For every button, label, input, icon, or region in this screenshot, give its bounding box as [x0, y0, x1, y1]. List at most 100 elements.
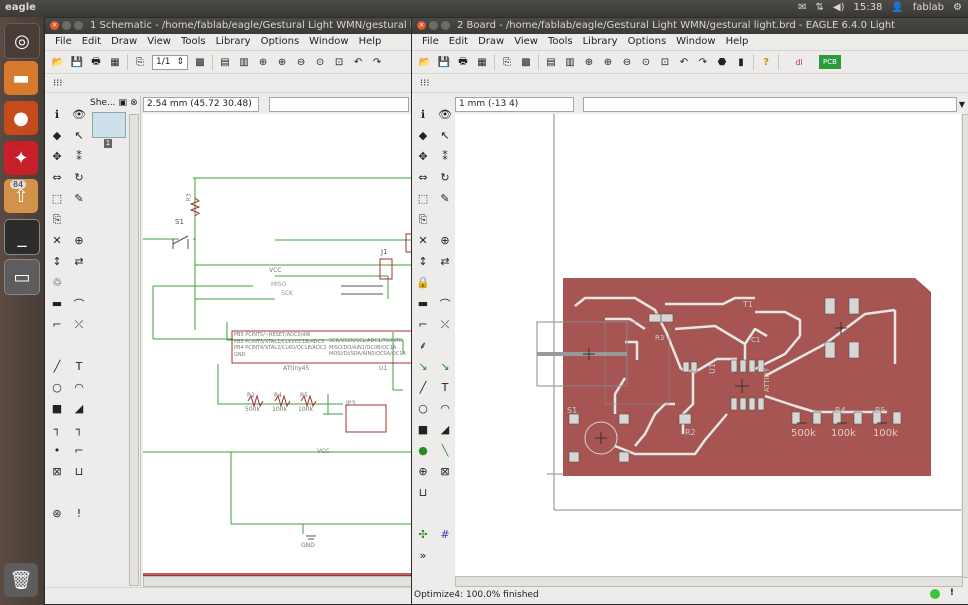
dimension-icon[interactable]: ⊔: [74, 465, 84, 478]
command-line[interactable]: [269, 97, 409, 112]
library-icon[interactable]: ▩: [195, 56, 205, 68]
copy-icon[interactable]: ⁑: [76, 150, 82, 163]
arc-icon[interactable]: ◠: [440, 402, 450, 415]
menu-tools[interactable]: Tools: [180, 36, 206, 47]
mark-icon[interactable]: ↖: [440, 129, 450, 142]
value-icon[interactable]: ⌒: [73, 297, 85, 311]
volume-icon[interactable]: ◀): [832, 2, 845, 13]
zoom-select-icon[interactable]: ⊡: [334, 56, 344, 68]
panel-float-icon[interactable]: ▣: [118, 98, 128, 108]
redo-icon[interactable]: ↷: [372, 56, 382, 68]
sheet-select[interactable]: 1/1⇕: [152, 54, 189, 70]
replace-icon[interactable]: ⇄: [440, 255, 450, 268]
miter-icon[interactable]: ⤫: [440, 317, 450, 331]
design-link-icon[interactable]: dl: [795, 57, 803, 67]
menu-view[interactable]: View: [514, 36, 538, 47]
schematic-hscrollbar[interactable]: [143, 576, 413, 587]
save-icon[interactable]: 💾: [437, 56, 451, 68]
dash-home-icon[interactable]: ◎: [4, 23, 40, 59]
zoom-fit-icon[interactable]: ⊕: [258, 56, 268, 68]
zoom-fit-icon[interactable]: ⊕: [584, 56, 594, 68]
group-icon[interactable]: ⬚: [51, 192, 63, 205]
stop-command-icon[interactable]: !: [949, 588, 954, 598]
ratsnest-icon[interactable]: ✣: [418, 528, 428, 541]
help-icon[interactable]: ?: [763, 56, 769, 68]
close-icon[interactable]: ×: [417, 21, 426, 30]
maximize-icon[interactable]: [441, 21, 450, 30]
rotate-icon[interactable]: ↻: [440, 171, 450, 184]
dimension-icon[interactable]: ⊔: [418, 486, 428, 499]
schematic-titlebar[interactable]: × 1 Schematic - /home/fablab/eagle/Gestu…: [45, 18, 413, 34]
menu-window[interactable]: Window: [676, 36, 716, 47]
script-icon[interactable]: ▤: [546, 56, 556, 68]
grid-dots-icon[interactable]: ⁝⁝⁝: [420, 77, 430, 89]
files-icon[interactable]: ▬: [4, 61, 38, 95]
save-icon[interactable]: 💾: [70, 56, 84, 68]
menu-file[interactable]: File: [55, 36, 72, 47]
minimize-icon[interactable]: [429, 21, 438, 30]
maximize-icon[interactable]: [74, 21, 83, 30]
smash-icon[interactable]: ⌐: [52, 318, 62, 331]
paste-icon[interactable]: ⎘: [52, 212, 62, 226]
group-icon[interactable]: ⬚: [417, 192, 429, 205]
menu-draw[interactable]: Draw: [478, 36, 505, 47]
copy-icon[interactable]: ⁑: [442, 150, 448, 163]
menu-help[interactable]: Help: [358, 36, 382, 47]
grid-dots-icon[interactable]: ⁝⁝⁝: [53, 77, 63, 89]
menu-edit[interactable]: Edit: [81, 36, 102, 47]
rotate-icon[interactable]: ↻: [74, 171, 84, 184]
sheet-thumbnail[interactable]: [92, 112, 126, 138]
label-icon[interactable]: ⌐: [74, 444, 84, 457]
menu-file[interactable]: File: [422, 36, 439, 47]
rect-icon[interactable]: ■: [51, 402, 63, 415]
split-icon[interactable]: ⤫: [74, 317, 84, 331]
route-icon[interactable]: ↘: [440, 360, 450, 373]
info-icon[interactable]: ℹ: [54, 108, 60, 121]
power-icon[interactable]: ⚙: [953, 2, 962, 13]
redraw-icon[interactable]: ⊙: [641, 56, 651, 68]
more-tools-icon[interactable]: »: [419, 549, 427, 562]
cam-icon[interactable]: ▦: [477, 56, 487, 68]
errors-icon[interactable]: !: [76, 507, 82, 520]
run-ulp-icon[interactable]: ▥: [239, 56, 249, 68]
circle-icon[interactable]: ○: [52, 381, 62, 394]
info-icon[interactable]: ℹ: [420, 108, 426, 121]
add-icon[interactable]: ⊕: [440, 234, 450, 247]
change-icon[interactable]: ✎: [440, 192, 450, 205]
paste-icon[interactable]: ⎘: [418, 212, 428, 226]
command-line[interactable]: [583, 97, 957, 112]
schematic-canvas[interactable]: R3 S1 VCC J1 MISO SCK PB5 PCINT5/~RESET/…: [143, 114, 411, 576]
bus-icon[interactable]: ┐: [53, 423, 61, 436]
software-center-icon[interactable]: 84⇧: [4, 179, 38, 213]
move-icon[interactable]: ✥: [418, 150, 428, 163]
delete-icon[interactable]: ✕: [52, 234, 62, 247]
mirror-icon[interactable]: ⇔: [418, 171, 428, 184]
gateswap-icon[interactable]: ⇄: [74, 255, 84, 268]
net-icon[interactable]: ┐: [75, 423, 83, 436]
pinswap-icon[interactable]: ↕: [418, 255, 428, 268]
menu-library[interactable]: Library: [582, 36, 618, 47]
stop-icon[interactable]: ⬣: [717, 56, 727, 68]
attribute-icon[interactable]: ⊠: [440, 465, 450, 478]
undo-icon[interactable]: ↶: [679, 56, 689, 68]
mark-icon[interactable]: ↖: [74, 129, 84, 142]
menu-draw[interactable]: Draw: [111, 36, 138, 47]
wire-icon[interactable]: ╱: [53, 360, 61, 373]
attribute-icon[interactable]: ⊠: [52, 465, 62, 478]
board-hscrollbar[interactable]: [455, 576, 963, 587]
open-icon[interactable]: 📂: [51, 56, 65, 68]
name-icon[interactable]: ▬: [417, 297, 429, 310]
eagle-icon[interactable]: ✦: [4, 141, 38, 175]
mirror-icon[interactable]: ⇔: [52, 171, 62, 184]
chevron-down-icon[interactable]: ▼: [958, 100, 965, 109]
hole-icon[interactable]: ⊕: [418, 465, 428, 478]
signal-icon[interactable]: ╲: [441, 444, 449, 457]
replace-icon[interactable]: ♲: [52, 276, 62, 289]
trash-icon[interactable]: 🗑: [4, 563, 38, 597]
wire-icon[interactable]: ╱: [419, 381, 427, 394]
menu-options[interactable]: Options: [260, 36, 300, 47]
sheet-icon[interactable]: ⎘: [136, 56, 144, 68]
switch-schematic-icon[interactable]: ⎘: [503, 56, 511, 68]
redraw-icon[interactable]: ⊙: [315, 56, 325, 68]
move-icon[interactable]: ✥: [52, 150, 62, 163]
